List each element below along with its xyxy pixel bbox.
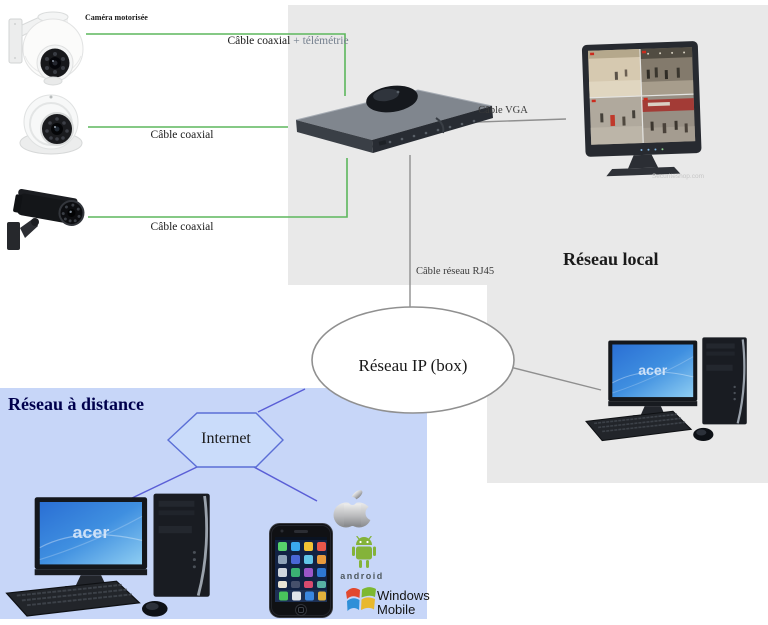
- coax-bullet-label: Câble coaxial: [150, 221, 214, 233]
- internet-hexagon: [166, 412, 284, 468]
- smartphone: [268, 522, 334, 619]
- coax-dome-label: Câble coaxial: [150, 129, 214, 141]
- internet-label: Internet: [201, 430, 251, 447]
- coax-bullet-line: [88, 158, 348, 218]
- ip-network-label: Réseau IP (box): [358, 356, 468, 375]
- windows-mobile-line2: Mobile: [377, 601, 416, 617]
- remote-pc-brand: acer: [72, 523, 109, 542]
- windows-mobile-wordmark: Windows Mobile: [377, 589, 430, 617]
- coax-telemetry-line: [86, 33, 346, 96]
- android-logo: [346, 535, 382, 571]
- bullet-camera-icon: [7, 188, 85, 250]
- dvr-recorder: [286, 82, 502, 160]
- windows-mobile-line1: Windows: [377, 588, 430, 603]
- dome-camera-icon: [19, 94, 83, 155]
- coax-telemetry-label: Câble coaxial + télémétrie: [227, 35, 348, 47]
- ptz-camera: [8, 6, 86, 88]
- coax-telemetry-label-suffix: + télémétrie: [293, 35, 349, 47]
- internet-to-remote-pc-line: [129, 466, 198, 500]
- dome-camera: [14, 92, 88, 156]
- ip-to-local-pc-line: [505, 365, 602, 391]
- ip-to-internet-line: [257, 388, 306, 413]
- vga-cable-label: Câble VGA: [478, 105, 528, 116]
- local-pc-icon: acer: [585, 337, 747, 442]
- smartphone-icon: [269, 523, 333, 618]
- remote-pc-icon: acer: [5, 493, 210, 617]
- bullet-camera: [4, 176, 92, 254]
- local-network-title: Réseau local: [563, 249, 659, 269]
- remote-pc: acer: [4, 490, 234, 622]
- local-pc-brand: acer: [638, 362, 668, 378]
- internet-to-mobile-line: [253, 466, 318, 502]
- coax-telemetry-label-main: Câble coaxial: [227, 35, 291, 47]
- windows-icon: [346, 587, 376, 611]
- dvr-icon: [295, 85, 493, 153]
- cctv-monitor: Securiteshop.com: [574, 38, 708, 180]
- apple-logo: [329, 486, 381, 533]
- apple-icon: [333, 490, 381, 528]
- cctv-monitor-icon: Securiteshop.com: [581, 41, 704, 180]
- monitor-watermark: Securiteshop.com: [652, 173, 704, 180]
- remote-network-title: Réseau à distance: [8, 394, 144, 414]
- ptz-camera-label: Caméra motorisée: [85, 13, 148, 22]
- android-wordmark: android: [340, 571, 384, 581]
- ip-network-ellipse: [311, 306, 515, 414]
- windows-logo: [344, 582, 378, 618]
- rj45-cable-label: Câble réseau RJ45: [416, 266, 495, 277]
- local-pc: acer: [584, 334, 766, 446]
- ptz-camera-icon: [8, 11, 84, 86]
- android-icon: [352, 535, 376, 568]
